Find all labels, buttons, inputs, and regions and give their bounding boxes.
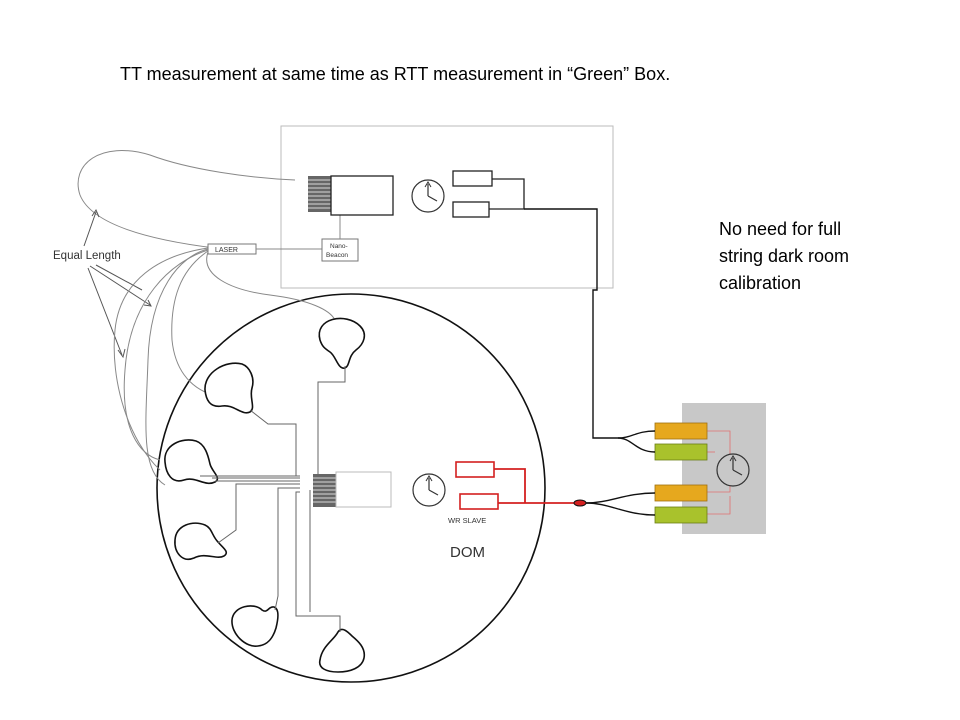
top-clock-icon <box>411 179 445 213</box>
split-fibers <box>585 430 656 516</box>
side-note-line-1: No need for full <box>719 219 842 239</box>
om-top <box>318 317 366 369</box>
long-fiber-to-gray-box <box>524 208 618 439</box>
slide-title: TT measurement at same time as RTT measu… <box>120 64 671 84</box>
side-note: No need for full string dark room calibr… <box>719 216 919 297</box>
green-port-1 <box>654 443 708 461</box>
dom-label: DOM <box>450 544 485 561</box>
dom-comb-connector <box>313 474 337 507</box>
equal-length-arrows <box>83 208 152 359</box>
top-transceiver-2 <box>452 201 490 218</box>
om-left <box>164 439 219 485</box>
equal-length-label: Equal Length <box>53 250 121 262</box>
dom-internal-fibers <box>200 366 346 632</box>
laser-label: LASER <box>215 247 238 254</box>
orange-port-1 <box>654 422 708 440</box>
side-note-line-2: string dark room <box>719 246 850 266</box>
side-note-line-3: calibration <box>719 273 802 293</box>
top-transceiver-link <box>489 178 525 210</box>
laser-fibers <box>113 247 336 486</box>
green-port-2 <box>654 506 708 524</box>
dom-sphere <box>156 293 546 683</box>
dom-board <box>335 471 392 508</box>
top-transceiver-1 <box>452 170 493 187</box>
optical-modules <box>164 317 366 673</box>
fiber-splice <box>573 499 587 507</box>
nano-beacon-label-2: Beacon <box>326 252 348 259</box>
om-lower-left <box>174 522 228 560</box>
orange-port-2 <box>654 484 708 502</box>
top-board <box>330 175 394 216</box>
loop-fiber <box>77 150 296 249</box>
nano-beacon-label-1: Nano- <box>330 243 348 250</box>
om-upper-left <box>204 362 254 414</box>
top-box <box>280 125 614 289</box>
om-bottom-left <box>231 605 279 647</box>
dom-clock-icon <box>412 473 446 507</box>
wr-slave-transceiver-1 <box>455 461 495 478</box>
om-bottom <box>318 628 366 673</box>
top-comb-connector <box>308 176 332 212</box>
gray-box-clock-icon <box>716 453 750 487</box>
wr-slave-red-link <box>494 468 575 504</box>
wr-slave-transceiver-2 <box>459 493 499 510</box>
wr-slave-label: WR SLAVE <box>448 516 486 525</box>
